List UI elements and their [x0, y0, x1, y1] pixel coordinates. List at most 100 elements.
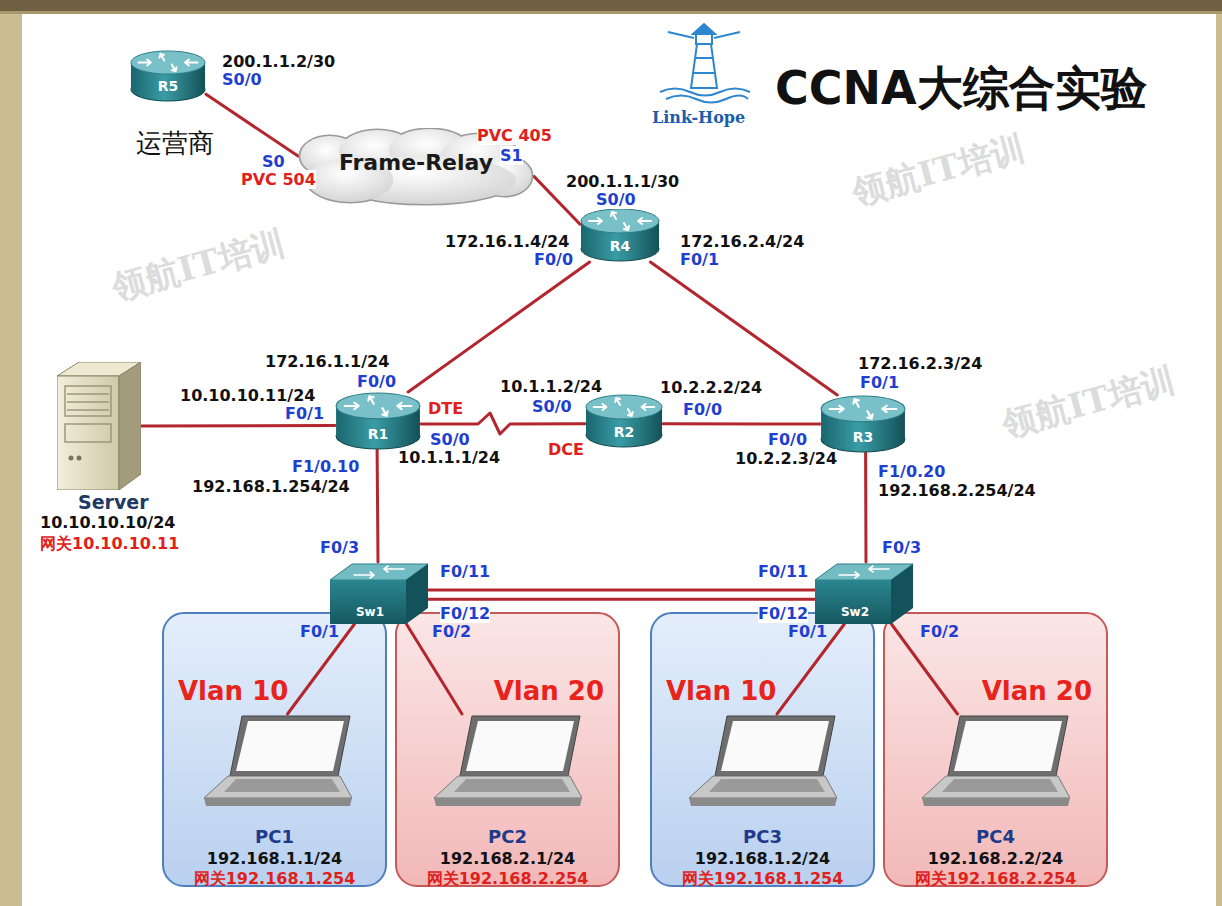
node-detail: 192.168.1.2/24 — [652, 849, 873, 868]
icon-part — [345, 403, 359, 409]
node-detail: 运营商 — [136, 128, 214, 159]
icon-part — [336, 393, 420, 419]
icon-part — [954, 721, 1062, 771]
pc-node: PC2192.168.2.1/24网关192.168.2.254 — [432, 714, 582, 810]
icon-part — [460, 716, 580, 776]
icon-part — [830, 406, 844, 412]
connectors — [141, 94, 958, 714]
port-label: F0/0 — [768, 430, 807, 449]
icon-part — [67, 393, 109, 395]
router-node: R1 — [335, 392, 421, 450]
port-label: F0/1 — [788, 622, 827, 641]
link-line — [376, 450, 380, 562]
node-name: Sw2 — [819, 605, 891, 619]
node-name: Vlan 20 — [982, 676, 1092, 707]
icon-part — [330, 580, 406, 624]
icon-part — [224, 779, 340, 792]
icon-part — [594, 398, 654, 416]
ip-label: 172.16.1.4/24 — [445, 232, 569, 251]
icon-part — [204, 798, 352, 806]
port-label: S0/0 — [596, 190, 636, 209]
icon-part — [172, 64, 177, 71]
node-detail: 192.168.1.1/24 — [164, 849, 385, 868]
logo-text: Link-Hope — [652, 108, 745, 127]
icon-part — [853, 399, 858, 407]
icon-part — [139, 54, 198, 71]
icon-part — [611, 212, 616, 219]
icon-part — [689, 776, 837, 798]
ip-label: 192.168.1.254/24 — [192, 477, 350, 496]
icon-part — [397, 403, 411, 409]
link-line — [408, 262, 589, 392]
icon-part — [821, 396, 905, 422]
icon-part — [839, 572, 859, 578]
pc-node: PC3192.168.1.2/24网关192.168.1.254 — [687, 714, 837, 810]
router-node: R4 — [580, 208, 660, 262]
icon-part — [642, 404, 655, 410]
icon-part — [406, 564, 428, 624]
icon-part — [454, 779, 570, 792]
port-label: F0/1 — [860, 373, 899, 392]
lamp — [696, 34, 712, 44]
node-name: R3 — [820, 429, 906, 446]
ip-label: 192.168.2.254/24 — [878, 481, 1036, 500]
node-name: Vlan 20 — [494, 676, 604, 707]
region-fills — [163, 613, 1107, 886]
node-name: Server — [78, 491, 149, 514]
icon-part — [869, 566, 889, 572]
link-line — [141, 424, 335, 427]
ip-label: 10.1.1.1/24 — [398, 448, 500, 467]
node-name: Vlan 10 — [178, 676, 288, 707]
port-label: F0/1 — [680, 250, 719, 269]
link-line — [663, 422, 820, 425]
watermark: 领航IT培训 — [848, 128, 1030, 213]
port-label: F0/0 — [683, 400, 722, 419]
port-label: F0/3 — [320, 538, 359, 557]
icon-part — [615, 398, 620, 405]
icon-part — [891, 564, 913, 624]
switch-node: Sw1 — [330, 562, 428, 624]
icon-part — [589, 218, 602, 224]
tower-band — [693, 72, 715, 74]
watermark: 领航IT培训 — [998, 360, 1180, 445]
ip-label: 200.1.1.2/30 — [222, 52, 335, 71]
canvas — [22, 14, 1216, 906]
icon-part — [715, 716, 835, 776]
switch-node: Sw2 — [815, 562, 913, 624]
top-bar-edge — [0, 11, 1222, 14]
node-detail: 网关192.168.2.254 — [397, 869, 618, 888]
ray — [714, 32, 740, 38]
laptop-icon — [432, 714, 582, 810]
node-name: PC3 — [652, 826, 873, 848]
node-name: PC4 — [885, 826, 1106, 848]
ip-label: 10.2.2.2/24 — [660, 378, 762, 397]
vlan-box: Vlan 10PC3192.168.1.2/24网关192.168.1.254 — [650, 612, 875, 887]
icon-part — [689, 798, 837, 806]
vlan-box: Vlan 20PC4192.168.2.2/24网关192.168.2.254 — [883, 612, 1108, 887]
link-line — [864, 453, 867, 562]
node-detail: 网关192.168.1.254 — [652, 869, 873, 888]
icon-part — [236, 721, 344, 771]
vlan-box: Vlan 10PC1192.168.1.1/24网关192.168.1.254 — [162, 612, 387, 887]
icon-part — [67, 401, 109, 403]
top-bar — [0, 0, 1222, 11]
icon-part — [159, 54, 164, 61]
router-node: R5运营商 — [130, 50, 206, 102]
laptop-icon — [920, 714, 1070, 810]
node-detail: 192.168.2.2/24 — [885, 849, 1106, 868]
port-label: F0/3 — [882, 538, 921, 557]
icon-part — [434, 798, 582, 806]
port-label: S0/0 — [222, 70, 262, 89]
port-label: F0/12 — [440, 604, 490, 623]
port-label: F0/2 — [432, 622, 471, 641]
icon-part — [922, 798, 1070, 806]
node-detail: 10.10.10.10/24 — [40, 513, 175, 532]
laptop-icon — [687, 714, 837, 810]
vlan-fill — [651, 613, 874, 886]
icon-part — [230, 716, 350, 776]
icon-part — [382, 408, 387, 416]
tower-band — [695, 57, 713, 59]
icon-part — [830, 399, 897, 418]
port-label: F0/0 — [357, 372, 396, 391]
